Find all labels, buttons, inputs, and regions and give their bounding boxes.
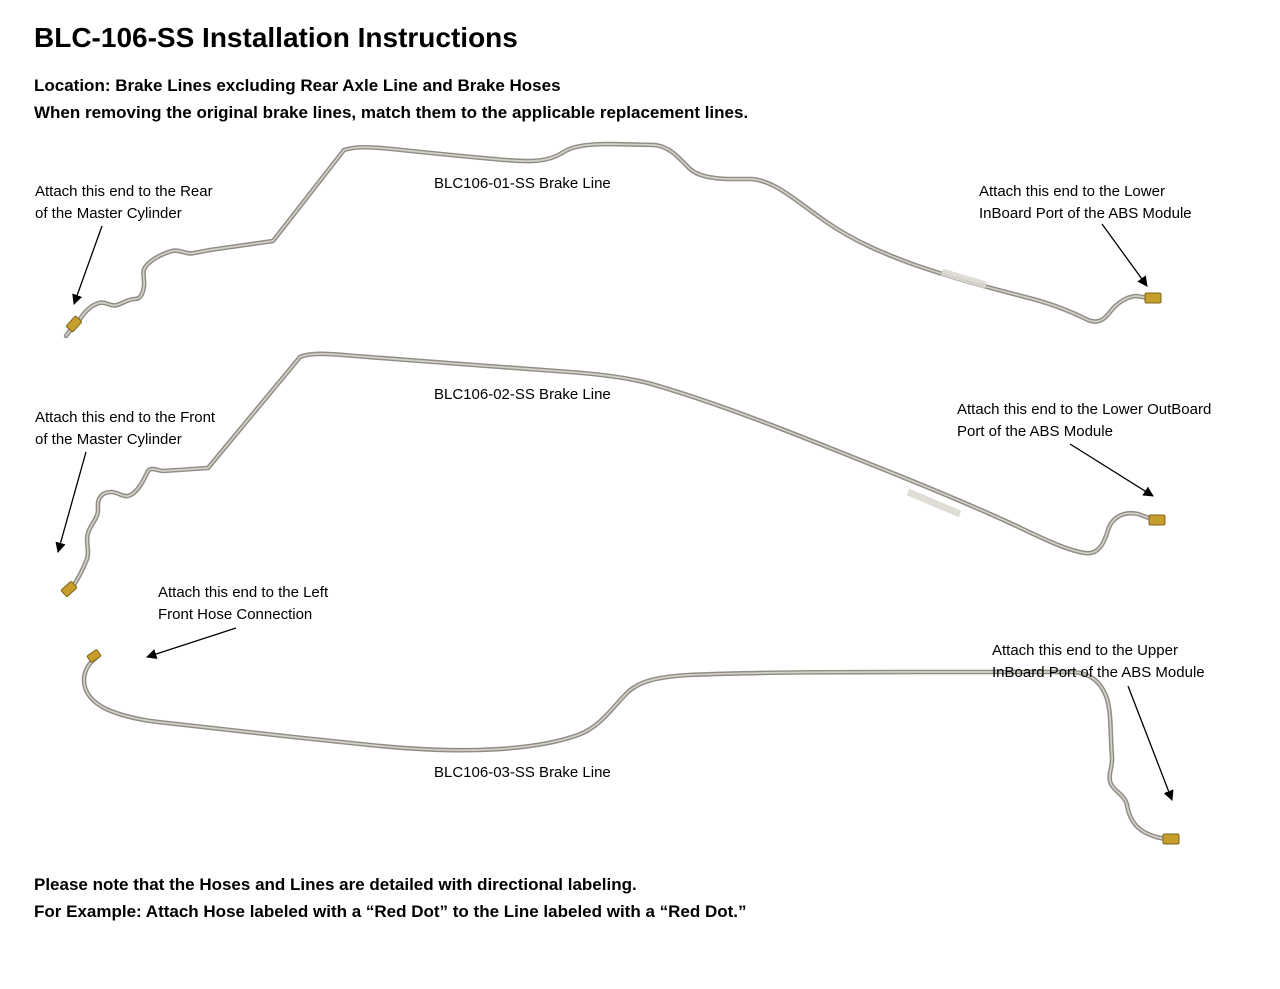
brake-line-1 xyxy=(63,141,1162,339)
brake-line-1-tube xyxy=(63,141,1153,339)
brake-line-3-tube-highlight xyxy=(83,657,1167,840)
brake-line-1-tube-highlight xyxy=(65,143,1151,337)
brake-line-2-tube xyxy=(67,351,1155,594)
arrow-line1-right xyxy=(1101,223,1148,287)
brake-line-3-right-note: Attach this end to the Upper InBoard Por… xyxy=(992,642,1205,681)
arrow-line1-left xyxy=(72,225,103,305)
brake-line-2-tube-highlight xyxy=(69,353,1153,592)
brake-line-3-tube xyxy=(81,655,1169,842)
brake-line-2-left-fitting xyxy=(60,581,78,597)
brake-line-3-right-fitting xyxy=(1162,833,1180,845)
arrow-line2-right xyxy=(1069,443,1154,497)
page-title: BLC-106-SS Installation Instructions xyxy=(34,22,518,53)
brake-line-2-right-fitting xyxy=(1148,514,1166,526)
footer-note-2: For Example: Attach Hose labeled with a … xyxy=(34,902,747,921)
brake-line-3-label: BLC106-03-SS Brake Line xyxy=(434,764,611,781)
arrow-line3-right xyxy=(1127,685,1174,801)
brake-line-3-left-note: Attach this end to the Left Front Hose C… xyxy=(158,584,329,623)
location-text: Location: Brake Lines excluding Rear Axl… xyxy=(34,76,561,95)
brake-line-3-left-fitting xyxy=(86,649,102,663)
brake-line-2-left-note: Attach this end to the Front of the Mast… xyxy=(35,409,216,448)
brake-line-3 xyxy=(81,649,1180,845)
brake-line-2-right-note: Attach this end to the Lower OutBoard Po… xyxy=(957,401,1212,440)
brake-line-1-sleeve xyxy=(941,268,987,289)
brake-line-1-label: BLC106-01-SS Brake Line xyxy=(434,175,611,192)
arrow-line3-left xyxy=(146,627,237,660)
brake-line-1-right-fitting xyxy=(1144,292,1162,304)
arrow-line2-left xyxy=(55,451,87,554)
brake-line-1-left-fitting xyxy=(66,315,82,333)
brake-line-2 xyxy=(60,351,1166,597)
brake-line-1-left-note: Attach this end to the Rear of the Maste… xyxy=(35,183,213,222)
instruction-text: When removing the original brake lines, … xyxy=(34,103,749,122)
footer-note-1: Please note that the Hoses and Lines are… xyxy=(34,875,637,894)
brake-line-2-sleeve xyxy=(906,488,962,518)
brake-line-1-right-note: Attach this end to the Lower InBoard Por… xyxy=(979,183,1192,222)
brake-line-2-label: BLC106-02-SS Brake Line xyxy=(434,386,611,403)
